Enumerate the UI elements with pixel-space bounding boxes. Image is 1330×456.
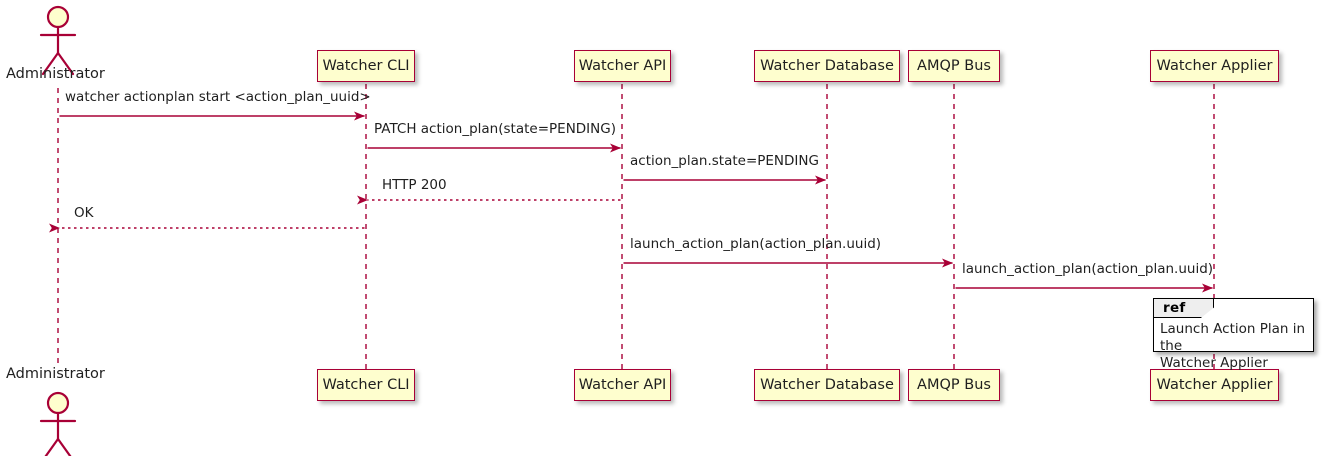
participant-box-watcher-api-bottom[interactable]: Watcher API [574, 369, 671, 401]
participant-box-watcher-api-top[interactable]: Watcher API [574, 50, 671, 82]
participant-box-watcher-cli-top[interactable]: Watcher CLI [317, 50, 415, 82]
message-label-2: PATCH action_plan(state=PENDING) [374, 121, 616, 137]
message-label-5: OK [74, 205, 94, 221]
ref-fragment-body: Launch Action Plan in the Watcher Applie… [1160, 321, 1306, 371]
actor-label-administrator-bottom: Administrator [6, 366, 105, 382]
message-label-3: action_plan.state=PENDING [630, 153, 819, 169]
participant-box-watcher-applier-top[interactable]: Watcher Applier [1150, 50, 1279, 82]
participant-box-watcher-cli-bottom[interactable]: Watcher CLI [317, 369, 415, 401]
participant-box-watcher-applier-bottom[interactable]: Watcher Applier [1150, 369, 1279, 401]
participant-label: Watcher API [578, 57, 667, 74]
actor-label-administrator-top: Administrator [6, 66, 105, 82]
message-label-1: watcher actionplan start <action_plan_uu… [65, 89, 371, 105]
participant-box-watcher-database-top[interactable]: Watcher Database [754, 50, 900, 82]
participant-label: Watcher Database [760, 57, 894, 74]
participant-box-amqp-bus-top[interactable]: AMQP Bus [908, 50, 1000, 82]
participant-label: Watcher Applier [1156, 57, 1273, 74]
actor-figure-administrator-bottom [39, 391, 77, 456]
actor-figure-administrator-top [39, 5, 77, 76]
participant-label: Watcher Database [760, 376, 894, 393]
message-label-4: HTTP 200 [382, 177, 447, 193]
participant-label: Watcher CLI [322, 376, 410, 393]
participant-label: AMQP Bus [917, 376, 991, 393]
participant-label: Watcher API [578, 376, 667, 393]
participant-box-amqp-bus-bottom[interactable]: AMQP Bus [908, 369, 1000, 401]
participant-label: Watcher Applier [1156, 376, 1273, 393]
message-label-7: launch_action_plan(action_plan.uuid) [962, 261, 1214, 277]
participant-label: Watcher CLI [322, 57, 410, 74]
message-label-6: launch_action_plan(action_plan.uuid) [630, 236, 882, 252]
ref-fragment-tab-label: ref [1154, 299, 1214, 318]
participant-box-watcher-database-bottom[interactable]: Watcher Database [754, 369, 900, 401]
participant-label: AMQP Bus [917, 57, 991, 74]
